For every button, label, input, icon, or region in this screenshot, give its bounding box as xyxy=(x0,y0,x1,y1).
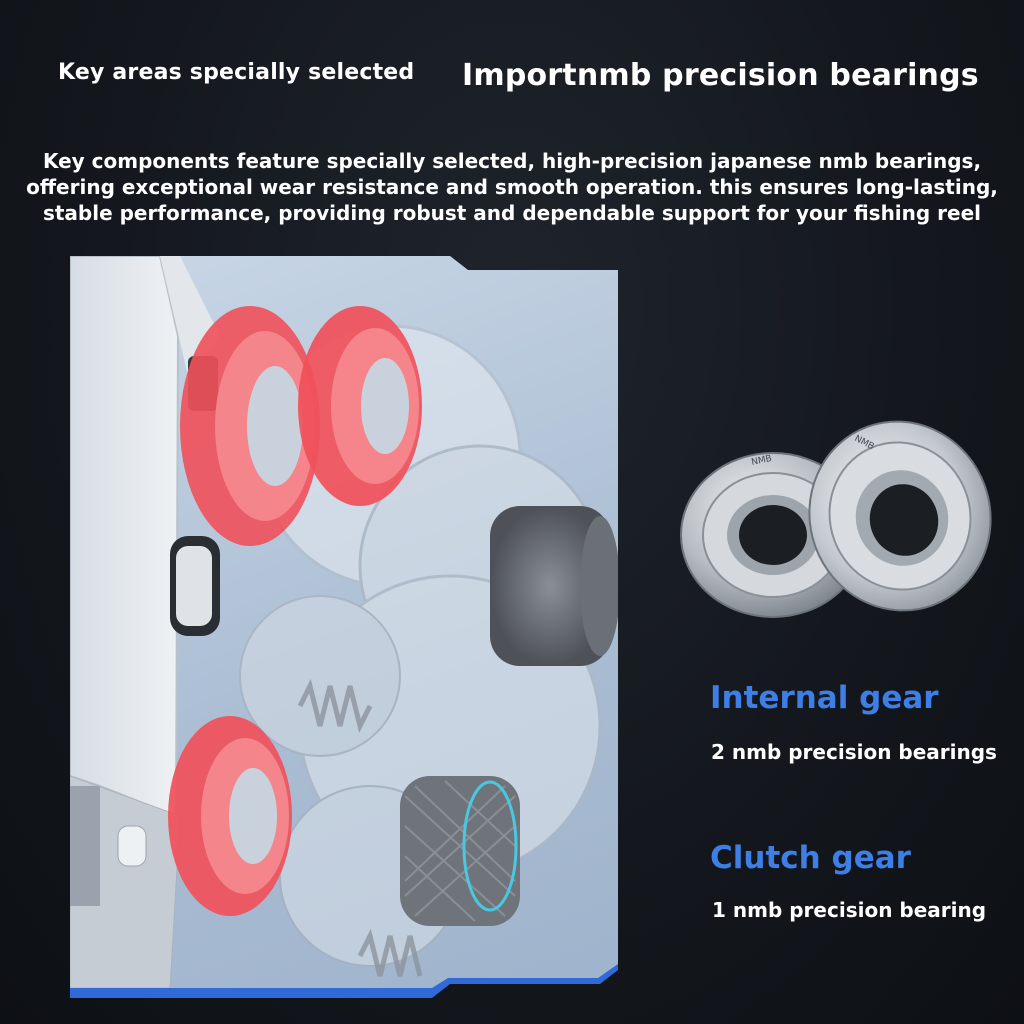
feature-title-internal-gear: Internal gear xyxy=(710,680,939,716)
nmb-bearings-pair-image: NMB NMB xyxy=(680,420,992,618)
feature-title-clutch-gear: Clutch gear xyxy=(710,840,911,876)
hub-face xyxy=(580,516,618,656)
reel-internals-illustration xyxy=(70,256,618,998)
clutch-knurled-cylinder xyxy=(400,776,520,926)
description-line-1: Key components feature specially selecte… xyxy=(42,149,982,173)
spring-lower xyxy=(357,928,423,977)
clutch-ring-highlight xyxy=(462,780,518,912)
panel-background xyxy=(70,256,618,988)
main-shaft-hub xyxy=(490,506,610,666)
frame-ribbed-edge xyxy=(70,786,100,906)
frame-bolt xyxy=(117,825,147,867)
bearing-left-marking: NMB xyxy=(751,454,773,468)
bearing-highlight-2 xyxy=(298,306,422,506)
description-line-2: offering exceptional wear resistance and… xyxy=(26,175,998,199)
bearing-highlight-3 xyxy=(168,716,292,916)
description-line-3: stable performance, providing robust and… xyxy=(42,201,982,225)
description: Key components feature specially selecte… xyxy=(0,148,1024,226)
feature-subtitle-internal-gear: 2 nmb precision bearings xyxy=(711,740,997,764)
frame-mount-insert xyxy=(176,546,212,626)
gear-assembly-drawing xyxy=(70,256,618,988)
bearing-highlight-1 xyxy=(180,306,320,546)
header-title: Importnmb precision bearings xyxy=(462,58,979,93)
spring-upper xyxy=(297,678,373,734)
bearing-right: NMB xyxy=(808,420,992,612)
header-left-text: Key areas specially selected xyxy=(58,60,415,85)
reel-side-frame xyxy=(70,256,180,818)
feature-subtitle-clutch-gear: 1 nmb precision bearing xyxy=(712,898,987,922)
